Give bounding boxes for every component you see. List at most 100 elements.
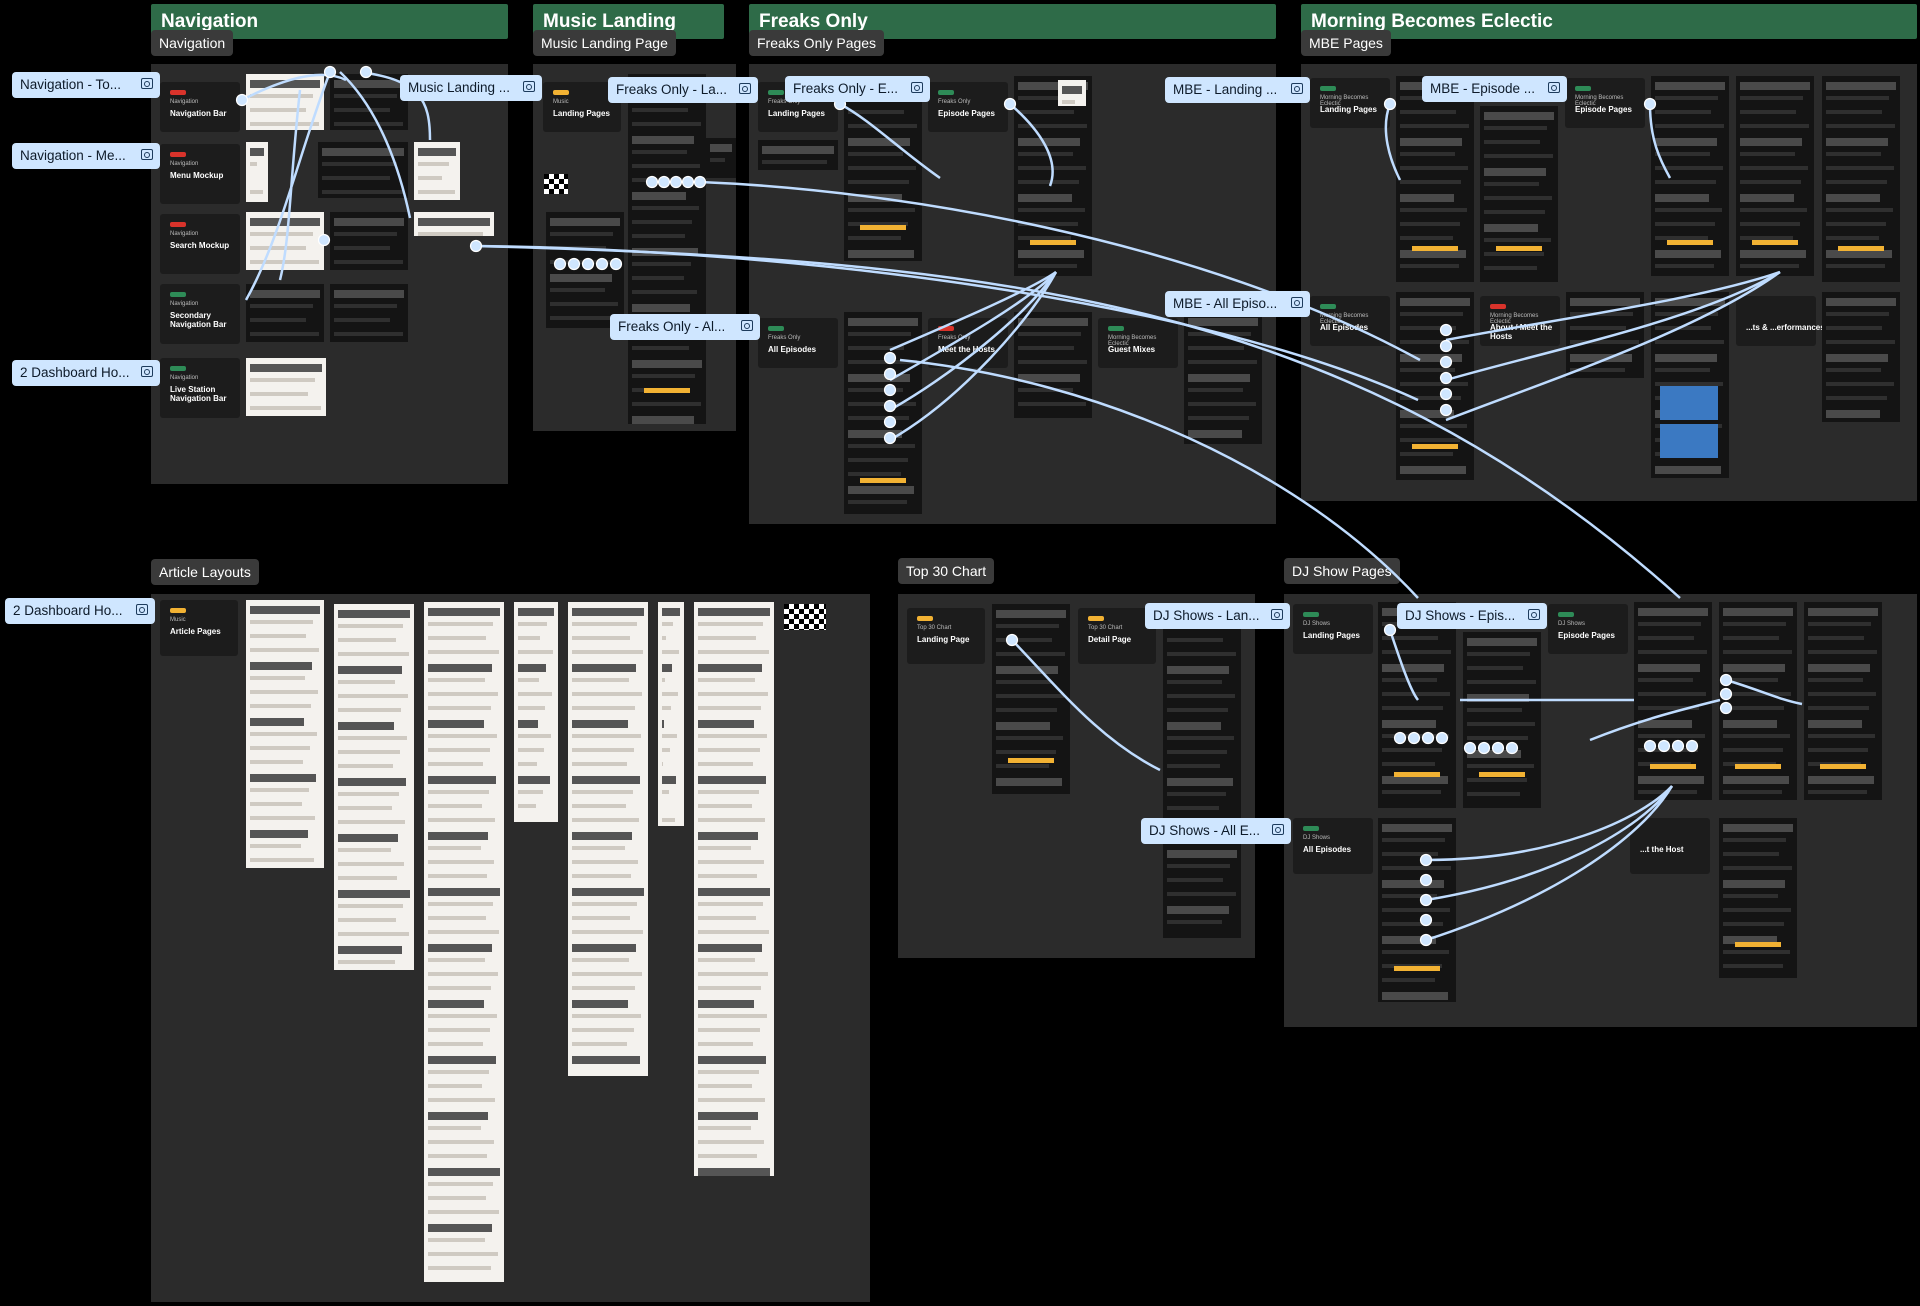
link-handle[interactable] — [883, 415, 897, 429]
frame-dj-episode-3[interactable] — [1804, 602, 1882, 800]
frame-menu-light[interactable] — [246, 142, 268, 202]
link-handle[interactable] — [1439, 371, 1453, 385]
link-handle[interactable] — [1491, 741, 1505, 755]
link-handle[interactable] — [553, 257, 567, 271]
link-handle[interactable] — [595, 257, 609, 271]
flow-label-dj-episode[interactable]: DJ Shows - Epis... — [1397, 603, 1547, 629]
link-handle[interactable] — [1419, 913, 1433, 927]
link-handle[interactable] — [1421, 731, 1435, 745]
link-handle[interactable] — [1383, 623, 1397, 637]
link-handle[interactable] — [1685, 739, 1699, 753]
link-handle[interactable] — [1439, 339, 1453, 353]
frame-fo-meet[interactable] — [1014, 312, 1092, 418]
link-handle[interactable] — [693, 175, 707, 189]
frame-search-mobile[interactable] — [414, 212, 494, 236]
card-mbe-sessions[interactable]: ...ts & ...erformances — [1736, 296, 1825, 346]
frame-music-landing-small[interactable] — [706, 138, 736, 178]
frame-mbe-episode-2[interactable] — [1736, 76, 1814, 276]
frame-menu-mobile[interactable] — [414, 142, 460, 200]
link-handle[interactable] — [1003, 97, 1017, 111]
link-handle[interactable] — [1439, 355, 1453, 369]
flow-label-dj-landing[interactable]: DJ Shows - Lan... — [1145, 603, 1290, 629]
link-handle[interactable] — [567, 257, 581, 271]
section-header-mbe[interactable]: Morning Becomes Eclectic — [1301, 4, 1917, 39]
link-handle[interactable] — [1419, 933, 1433, 947]
frame-fo-all[interactable] — [844, 312, 922, 514]
flow-label-dashboard-home-2[interactable]: 2 Dashboard Ho... — [5, 598, 155, 624]
frame-fo-landing-mobile[interactable] — [758, 140, 838, 170]
link-handle[interactable] — [1643, 739, 1657, 753]
link-handle[interactable] — [669, 175, 683, 189]
frame-article-4[interactable] — [514, 602, 558, 822]
frame-music-landing-desktop[interactable] — [628, 74, 706, 424]
frame-dj-all[interactable] — [1378, 818, 1456, 1002]
section-tag-mbe[interactable]: MBE Pages — [1301, 30, 1391, 56]
section-tag-top30[interactable]: Top 30 Chart — [898, 558, 995, 584]
link-handle[interactable] — [883, 399, 897, 413]
link-handle[interactable] — [883, 367, 897, 381]
link-handle[interactable] — [1505, 741, 1519, 755]
frame-article-5[interactable] — [568, 602, 648, 1076]
link-handle[interactable] — [1393, 731, 1407, 745]
flow-label-music-landing[interactable]: Music Landing ... — [400, 75, 542, 101]
frame-dj-host[interactable] — [1719, 818, 1797, 978]
flow-label-dj-all[interactable]: DJ Shows - All E... — [1141, 818, 1291, 844]
frame-live-station[interactable] — [246, 358, 326, 416]
link-handle[interactable] — [681, 175, 695, 189]
link-handle[interactable] — [1419, 853, 1433, 867]
frame-nav-bar-dark[interactable] — [330, 74, 408, 130]
section-tag-freaks-only[interactable]: Freaks Only Pages — [749, 30, 885, 56]
link-handle[interactable] — [1383, 97, 1397, 111]
link-handle[interactable] — [317, 233, 331, 247]
section-tag-music-landing[interactable]: Music Landing Page — [533, 30, 676, 56]
frame-menu-dark[interactable] — [318, 142, 408, 198]
frame-fo-episode-cover[interactable] — [1058, 80, 1086, 106]
flow-label-fo-all[interactable]: Freaks Only - Al... — [610, 314, 760, 340]
flow-label-mbe-episode[interactable]: MBE - Episode ... — [1422, 76, 1567, 102]
link-handle[interactable] — [1439, 387, 1453, 401]
flow-label-fo-episode[interactable]: Freaks Only - E... — [785, 76, 930, 102]
frame-mbe-episode-1[interactable] — [1651, 76, 1729, 276]
frame-dj-landing-2[interactable] — [1463, 632, 1541, 808]
frame-article-2[interactable] — [334, 604, 414, 970]
frame-nav-bar[interactable] — [246, 74, 324, 130]
frame-article-3[interactable] — [424, 602, 504, 1282]
frame-dj-episode-1[interactable] — [1634, 602, 1712, 800]
link-handle[interactable] — [609, 257, 623, 271]
link-handle[interactable] — [581, 257, 595, 271]
link-handle[interactable] — [1407, 731, 1421, 745]
flow-label-mbe-landing[interactable]: MBE - Landing ... — [1165, 77, 1310, 103]
link-handle[interactable] — [1005, 633, 1019, 647]
link-handle[interactable] — [469, 239, 483, 253]
flow-label-fo-landing[interactable]: Freaks Only - La... — [608, 77, 758, 103]
flow-label-mbe-all[interactable]: MBE - All Episo... — [1165, 291, 1310, 317]
link-handle[interactable] — [1463, 741, 1477, 755]
link-handle[interactable] — [1719, 687, 1733, 701]
link-handle[interactable] — [883, 351, 897, 365]
frame-top30-small[interactable] — [1163, 844, 1241, 938]
link-handle[interactable] — [1719, 673, 1733, 687]
section-tag-article-layouts[interactable]: Article Layouts — [151, 559, 259, 585]
frame-dj-episode-2[interactable] — [1719, 602, 1797, 800]
frame-secondary-1[interactable] — [246, 284, 324, 342]
link-handle[interactable] — [1435, 731, 1449, 745]
link-handle[interactable] — [645, 175, 659, 189]
frame-mbe-all[interactable] — [1396, 292, 1474, 480]
link-handle[interactable] — [323, 65, 337, 79]
link-handle[interactable] — [1671, 739, 1685, 753]
